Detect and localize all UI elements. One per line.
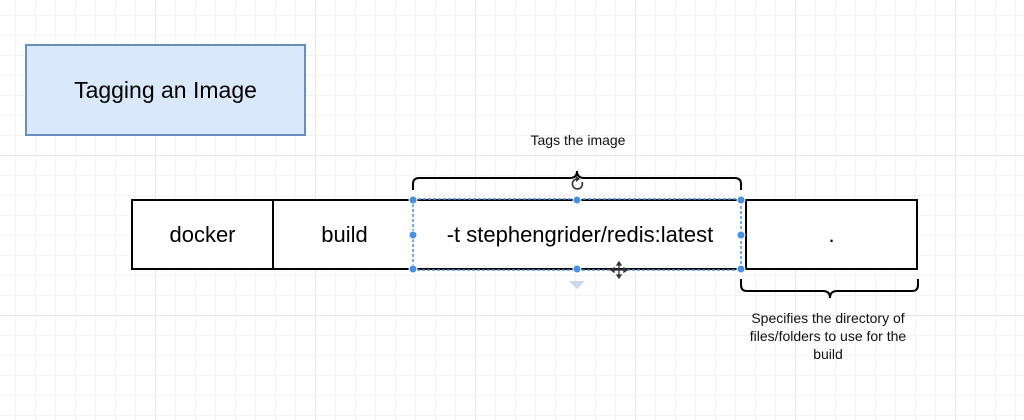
handle-bottom-right[interactable] [736, 264, 746, 274]
move-icon[interactable] [609, 260, 629, 280]
diagram-title-box[interactable]: Tagging an Image [25, 44, 306, 136]
cell-build-text: build [321, 221, 368, 247]
cell-tag-selected[interactable]: -t stephengrider/redis:latest [415, 201, 745, 268]
handle-top-left[interactable] [408, 195, 418, 205]
selection-outline [412, 198, 742, 271]
handle-bottom-center[interactable] [572, 264, 582, 274]
context-annotation-line3: build [813, 346, 843, 362]
context-annotation: Specifies the directory of files/folders… [728, 309, 928, 363]
handle-top-center[interactable] [572, 195, 582, 205]
drop-arrow-icon[interactable] [569, 281, 585, 289]
handle-middle-left[interactable] [408, 230, 418, 240]
handle-bottom-left[interactable] [408, 264, 418, 274]
command-row: docker build -t stephengrider/redis:late… [131, 199, 918, 270]
cell-build-context[interactable]: . [745, 201, 916, 268]
diagram-title: Tagging an Image [74, 76, 257, 103]
context-annotation-line2: files/folders to use for the [749, 328, 907, 344]
handle-top-right[interactable] [736, 195, 746, 205]
tags-brace [412, 170, 742, 190]
cell-tag-text: -t stephengrider/redis:latest [446, 221, 714, 247]
tags-annotation: Tags the image [530, 132, 626, 148]
context-brace [740, 279, 919, 299]
cell-docker-text: docker [169, 221, 236, 247]
selection-handles[interactable] [408, 195, 746, 274]
context-annotation-line1: Specifies the directory of [751, 310, 905, 326]
cell-build-context-text: . [828, 221, 835, 247]
handle-middle-right[interactable] [736, 230, 746, 240]
rotate-icon[interactable] [571, 176, 584, 190]
cell-docker[interactable]: docker [133, 201, 274, 268]
cell-build[interactable]: build [274, 201, 415, 268]
